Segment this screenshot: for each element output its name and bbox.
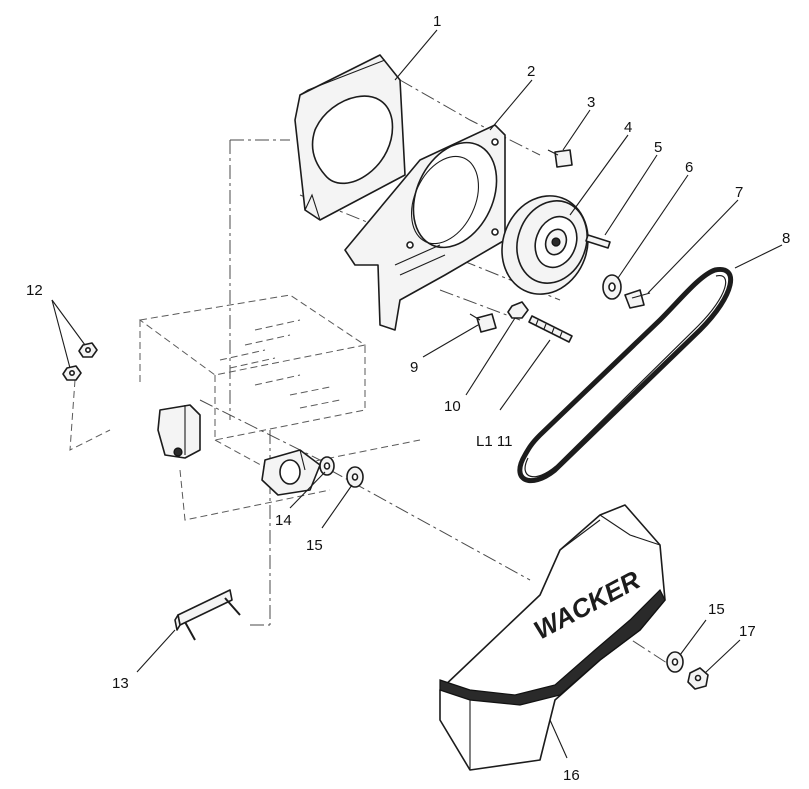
part-6-washer <box>602 274 622 300</box>
callout-4: 4 <box>624 119 632 136</box>
callout-10: 10 <box>444 398 461 415</box>
part-1-belt-guard-back-plate <box>294 54 406 221</box>
part-10-nut <box>507 301 529 319</box>
part-12-nuts <box>62 342 98 381</box>
callout-3: 3 <box>587 94 595 111</box>
part-15-washer-right <box>666 651 684 673</box>
part-3-screw <box>547 149 573 168</box>
part-2-mounting-bracket <box>344 124 506 331</box>
callout-2: 2 <box>527 63 535 80</box>
engine-mount-bracket <box>157 404 201 459</box>
callout-13: 13 <box>112 675 129 692</box>
callout-8: 8 <box>782 230 790 247</box>
part-14-clamp-bracket <box>261 449 335 496</box>
callout-6: 6 <box>685 159 693 176</box>
part-5-key-pin <box>585 234 611 249</box>
callout-7: 7 <box>735 184 743 201</box>
callout-15-left: 15 <box>306 537 323 554</box>
part-17-cap-nut <box>687 667 709 690</box>
callout-labels: 1 2 3 4 5 6 7 8 9 10 L1 11 12 13 14 15 1… <box>26 13 790 784</box>
part-7-bolt <box>624 289 651 309</box>
callout-12: 12 <box>26 282 43 299</box>
part-9-bolt <box>469 313 497 333</box>
callout-leader-lines <box>51 29 783 759</box>
callout-15-right: 15 <box>708 601 725 618</box>
callout-1: 1 <box>433 13 441 30</box>
callout-16: 16 <box>563 767 580 784</box>
engine-base-plate-phantom <box>69 294 421 521</box>
callout-14: 14 <box>275 512 292 529</box>
callout-11: L1 11 <box>476 433 512 450</box>
part-8-v-belt <box>517 266 733 484</box>
callout-9: 9 <box>410 359 418 376</box>
part-11-threaded-stud <box>528 315 573 343</box>
part-4-pulley <box>501 195 589 295</box>
callout-5: 5 <box>654 139 662 156</box>
part-16-belt-guard-cover: WACKER <box>439 504 666 771</box>
callout-17: 17 <box>739 623 756 640</box>
part-15-washer-left <box>346 466 364 488</box>
part-13-stud-bracket <box>174 589 241 641</box>
